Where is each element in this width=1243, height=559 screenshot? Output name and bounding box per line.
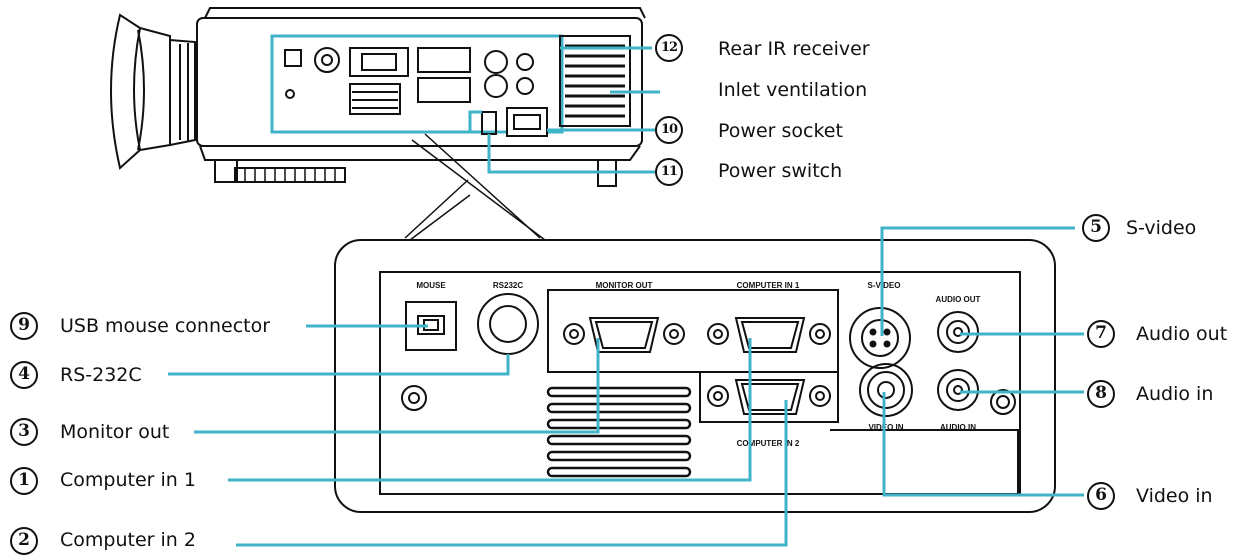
front-foot-grip — [234, 167, 346, 183]
adjuster-foot — [214, 159, 238, 183]
callout-number-11: 11 — [655, 158, 683, 186]
computer-in-2-port — [707, 379, 831, 415]
callout-line-body-switch — [468, 110, 482, 132]
audio-out-port — [937, 311, 979, 353]
callout-line-s-video — [880, 226, 1075, 336]
callout-line-rs232c — [168, 354, 510, 376]
callout-number-10: 10 — [655, 116, 683, 144]
callout-number-6: 6 — [1087, 482, 1115, 510]
callout-number-7: 7 — [1087, 320, 1115, 348]
panel-label-audio-in: AUDIO IN — [940, 423, 976, 432]
callout-number-3: 3 — [10, 418, 38, 446]
panel-label-rs232c: RS232C — [493, 281, 523, 290]
callout-number-5: 5 — [1082, 214, 1110, 242]
callout-number-2: 2 — [10, 527, 38, 555]
label-usb-mouse-connector: USB mouse connector — [60, 315, 271, 337]
callout-line-computer-in2 — [236, 400, 788, 547]
rear-panel-zoom — [334, 239, 1056, 513]
label-s-video: S-video — [1126, 217, 1197, 239]
callout-number-8: 8 — [1087, 380, 1115, 408]
label-computer-in-2: Computer in 2 — [60, 529, 196, 551]
callout-line-power-switch — [487, 134, 660, 174]
audio-in-port — [937, 369, 979, 411]
panel-label-s-video: S-VIDEO — [868, 281, 901, 290]
callout-number-12: 12 — [655, 34, 683, 62]
monitor-out-port — [563, 317, 685, 353]
label-audio-in: Audio in — [1136, 383, 1214, 405]
callout-lines — [168, 46, 1084, 547]
label-rear-ir-receiver: Rear IR receiver — [718, 38, 870, 60]
panel-label-monitor-out: MONITOR OUT — [596, 281, 653, 290]
panel-label-audio-out: AUDIO OUT — [936, 295, 981, 304]
audio-screw — [990, 389, 1016, 415]
label-rs232c: RS-232C — [60, 364, 142, 386]
callout-number-4: 4 — [10, 361, 38, 389]
panel-label-mouse: MOUSE — [416, 281, 446, 290]
panel-label-video-in: VIDEO IN — [868, 423, 903, 432]
computer-in-1-port — [707, 317, 831, 353]
panel-label-computer-in2: COMPUTER IN 2 — [737, 439, 800, 448]
callout-number-1: 1 — [10, 467, 38, 495]
label-inlet-ventilation: Inlet ventilation — [718, 79, 868, 101]
panel-vent — [546, 386, 692, 478]
projector-illustration — [110, 7, 646, 187]
body-port-panel — [270, 34, 564, 134]
video-in-port — [859, 363, 913, 417]
lens — [110, 13, 196, 170]
mounting-screw — [401, 385, 427, 411]
callout-line-video-in — [882, 392, 1084, 497]
callout-line-monitor-out — [194, 338, 600, 434]
label-power-switch: Power switch — [718, 160, 843, 182]
ventilation-grille — [559, 35, 631, 127]
label-audio-out: Audio out — [1136, 323, 1228, 345]
label-video-in: Video in — [1136, 485, 1213, 507]
panel-label-computer-in1: COMPUTER IN 1 — [737, 281, 800, 290]
callout-line-computer-in1 — [228, 338, 752, 482]
label-monitor-out: Monitor out — [60, 421, 170, 443]
s-video-port — [849, 307, 911, 369]
label-computer-in-1: Computer in 1 — [60, 469, 196, 491]
label-power-socket: Power socket — [718, 120, 843, 142]
callout-number-9: 9 — [10, 312, 38, 340]
